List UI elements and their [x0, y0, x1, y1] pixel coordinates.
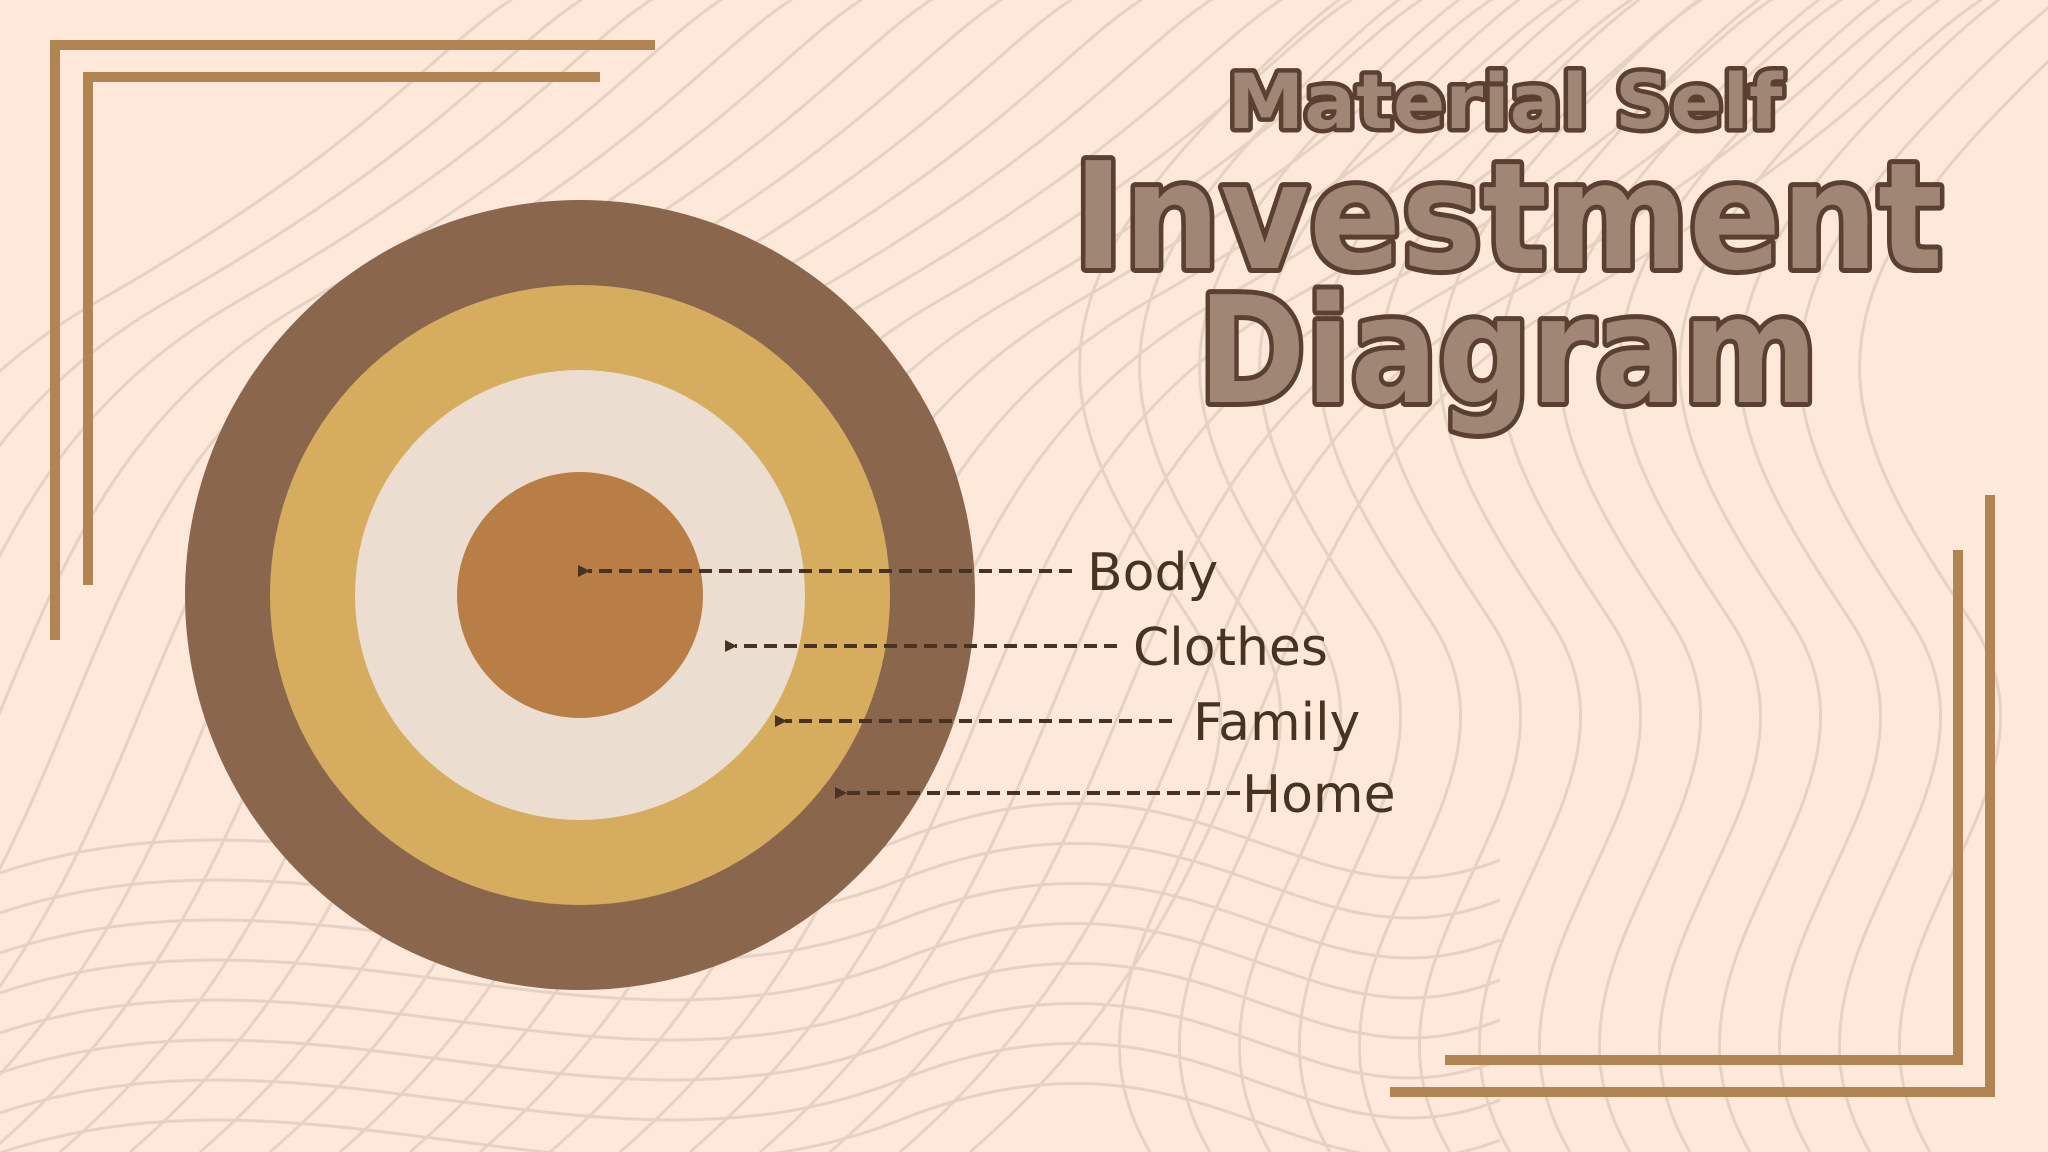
wave-line [969, 0, 1984, 1152]
title-line-2: Investment [1073, 131, 1943, 303]
title-line-3: Diagram [1198, 265, 1818, 437]
wave-line [1378, 0, 1642, 1152]
wave-line [0, 841, 1501, 922]
concentric-rings [185, 200, 975, 990]
label-body: Body [1087, 543, 1218, 603]
wave-line [1498, 0, 1762, 1152]
wave-line [0, 1041, 1501, 1122]
wave-line [0, 0, 584, 448]
wave-line [0, 1081, 1501, 1152]
wave-line [1738, 0, 2002, 1152]
wave-line [1318, 0, 1582, 1152]
frame-line-inner [83, 72, 600, 585]
wave-line [1798, 6, 2048, 1152]
label-arrows [578, 565, 1240, 799]
wave-line [1258, 0, 1522, 1152]
wave-line [0, 961, 1501, 1042]
label-clothes: Clothes [1133, 618, 1328, 678]
wave-line [1078, 0, 1342, 1152]
frame-line-inner [1445, 550, 1963, 1065]
wave-line [1438, 0, 1702, 1152]
wave-line [0, 1001, 1501, 1082]
wave-line [0, 0, 514, 373]
wave-line [1138, 0, 1402, 1152]
wave-line [0, 881, 1501, 962]
wave-line [1858, 59, 2048, 1152]
title-line-1: Material Self [1228, 57, 1784, 146]
corner-frame-bottom-right [1390, 495, 1995, 1097]
label-family: Family [1193, 693, 1360, 753]
wave-line [0, 0, 654, 559]
wave-line [1618, 0, 1882, 1152]
ring-body [457, 472, 703, 718]
label-home: Home [1242, 765, 1396, 825]
wave-line [899, 0, 1914, 1152]
corner-frame-top-left [50, 40, 655, 640]
ring-labels: Body Clothes Family Home [1087, 543, 1396, 825]
wave-line [829, 0, 1844, 1152]
title-block: Material Self Investment Diagram [1068, 53, 1948, 443]
wave-line [1558, 0, 1822, 1152]
wave-line [1198, 0, 1462, 1152]
wave-line [0, 0, 724, 716]
wave-line [0, 921, 1501, 1002]
frame-line-outer [1390, 495, 1995, 1097]
wave-line [1678, 0, 1942, 1152]
frame-line-outer [50, 40, 655, 640]
